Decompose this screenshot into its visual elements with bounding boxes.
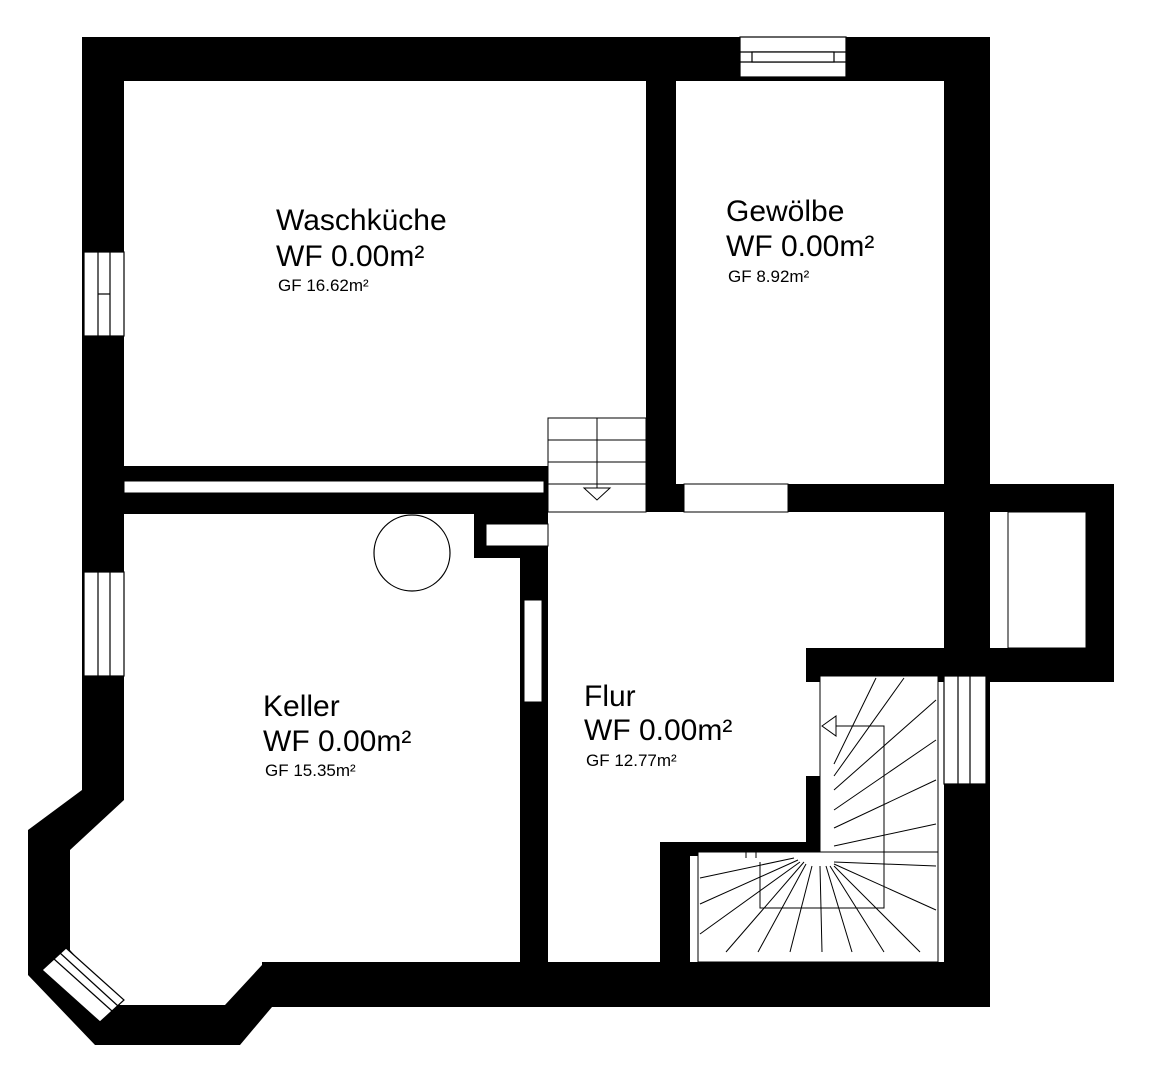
walls [28,37,1114,1045]
wall-top [82,37,990,81]
room-gf: GF 16.62m² [278,276,369,295]
opening-middle-h [123,480,545,494]
stair-direction-arrow-icon [821,715,837,737]
stair-small [547,417,647,513]
round-fixture-icon [373,514,451,592]
stair-arrow-icon [582,487,612,501]
wall-bottom [262,962,990,1007]
opening-notch [485,523,549,547]
windows [41,36,987,1023]
room-gf: GF 12.77m² [586,751,677,770]
room-name: Keller [263,690,340,723]
room-wf: WF 0.00m² [726,230,874,263]
room-gewoelbe: Gewölbe WF 0.00m² GF 8.92m² [726,195,874,286]
wall-middle-v [646,75,676,512]
room-wf: WF 0.00m² [584,714,732,747]
room-gf: GF 8.92m² [728,267,810,286]
door-keller-flur [523,599,543,703]
room-wf: WF 0.00m² [263,725,411,758]
room-waschkueche: Waschküche WF 0.00m² GF 16.62m² [276,204,447,295]
room-flur: Flur WF 0.00m² GF 12.77m² [584,680,732,770]
window-keller [83,571,125,677]
wall-left [82,37,124,797]
wall-keller-flur [520,512,548,964]
wall-openings [123,480,1087,703]
window-waschkueche [83,251,125,337]
room-name: Gewölbe [726,195,844,228]
window-bay [41,947,125,1023]
room-name: Flur [584,680,636,713]
room-name: Waschküche [276,204,447,237]
room-wf: WF 0.00m² [276,240,424,273]
wall-stair-left [660,842,690,964]
wall-annex-top [944,484,1114,512]
stair-main [697,675,939,963]
opening-annex [1007,511,1087,649]
window-gewoelbe [739,36,847,78]
room-keller: Keller WF 0.00m² GF 15.35m² [263,690,411,780]
room-gf: GF 15.35m² [265,761,356,780]
wall-right [944,37,990,1007]
window-stair [943,675,987,785]
door-gewoelbe [683,483,789,513]
